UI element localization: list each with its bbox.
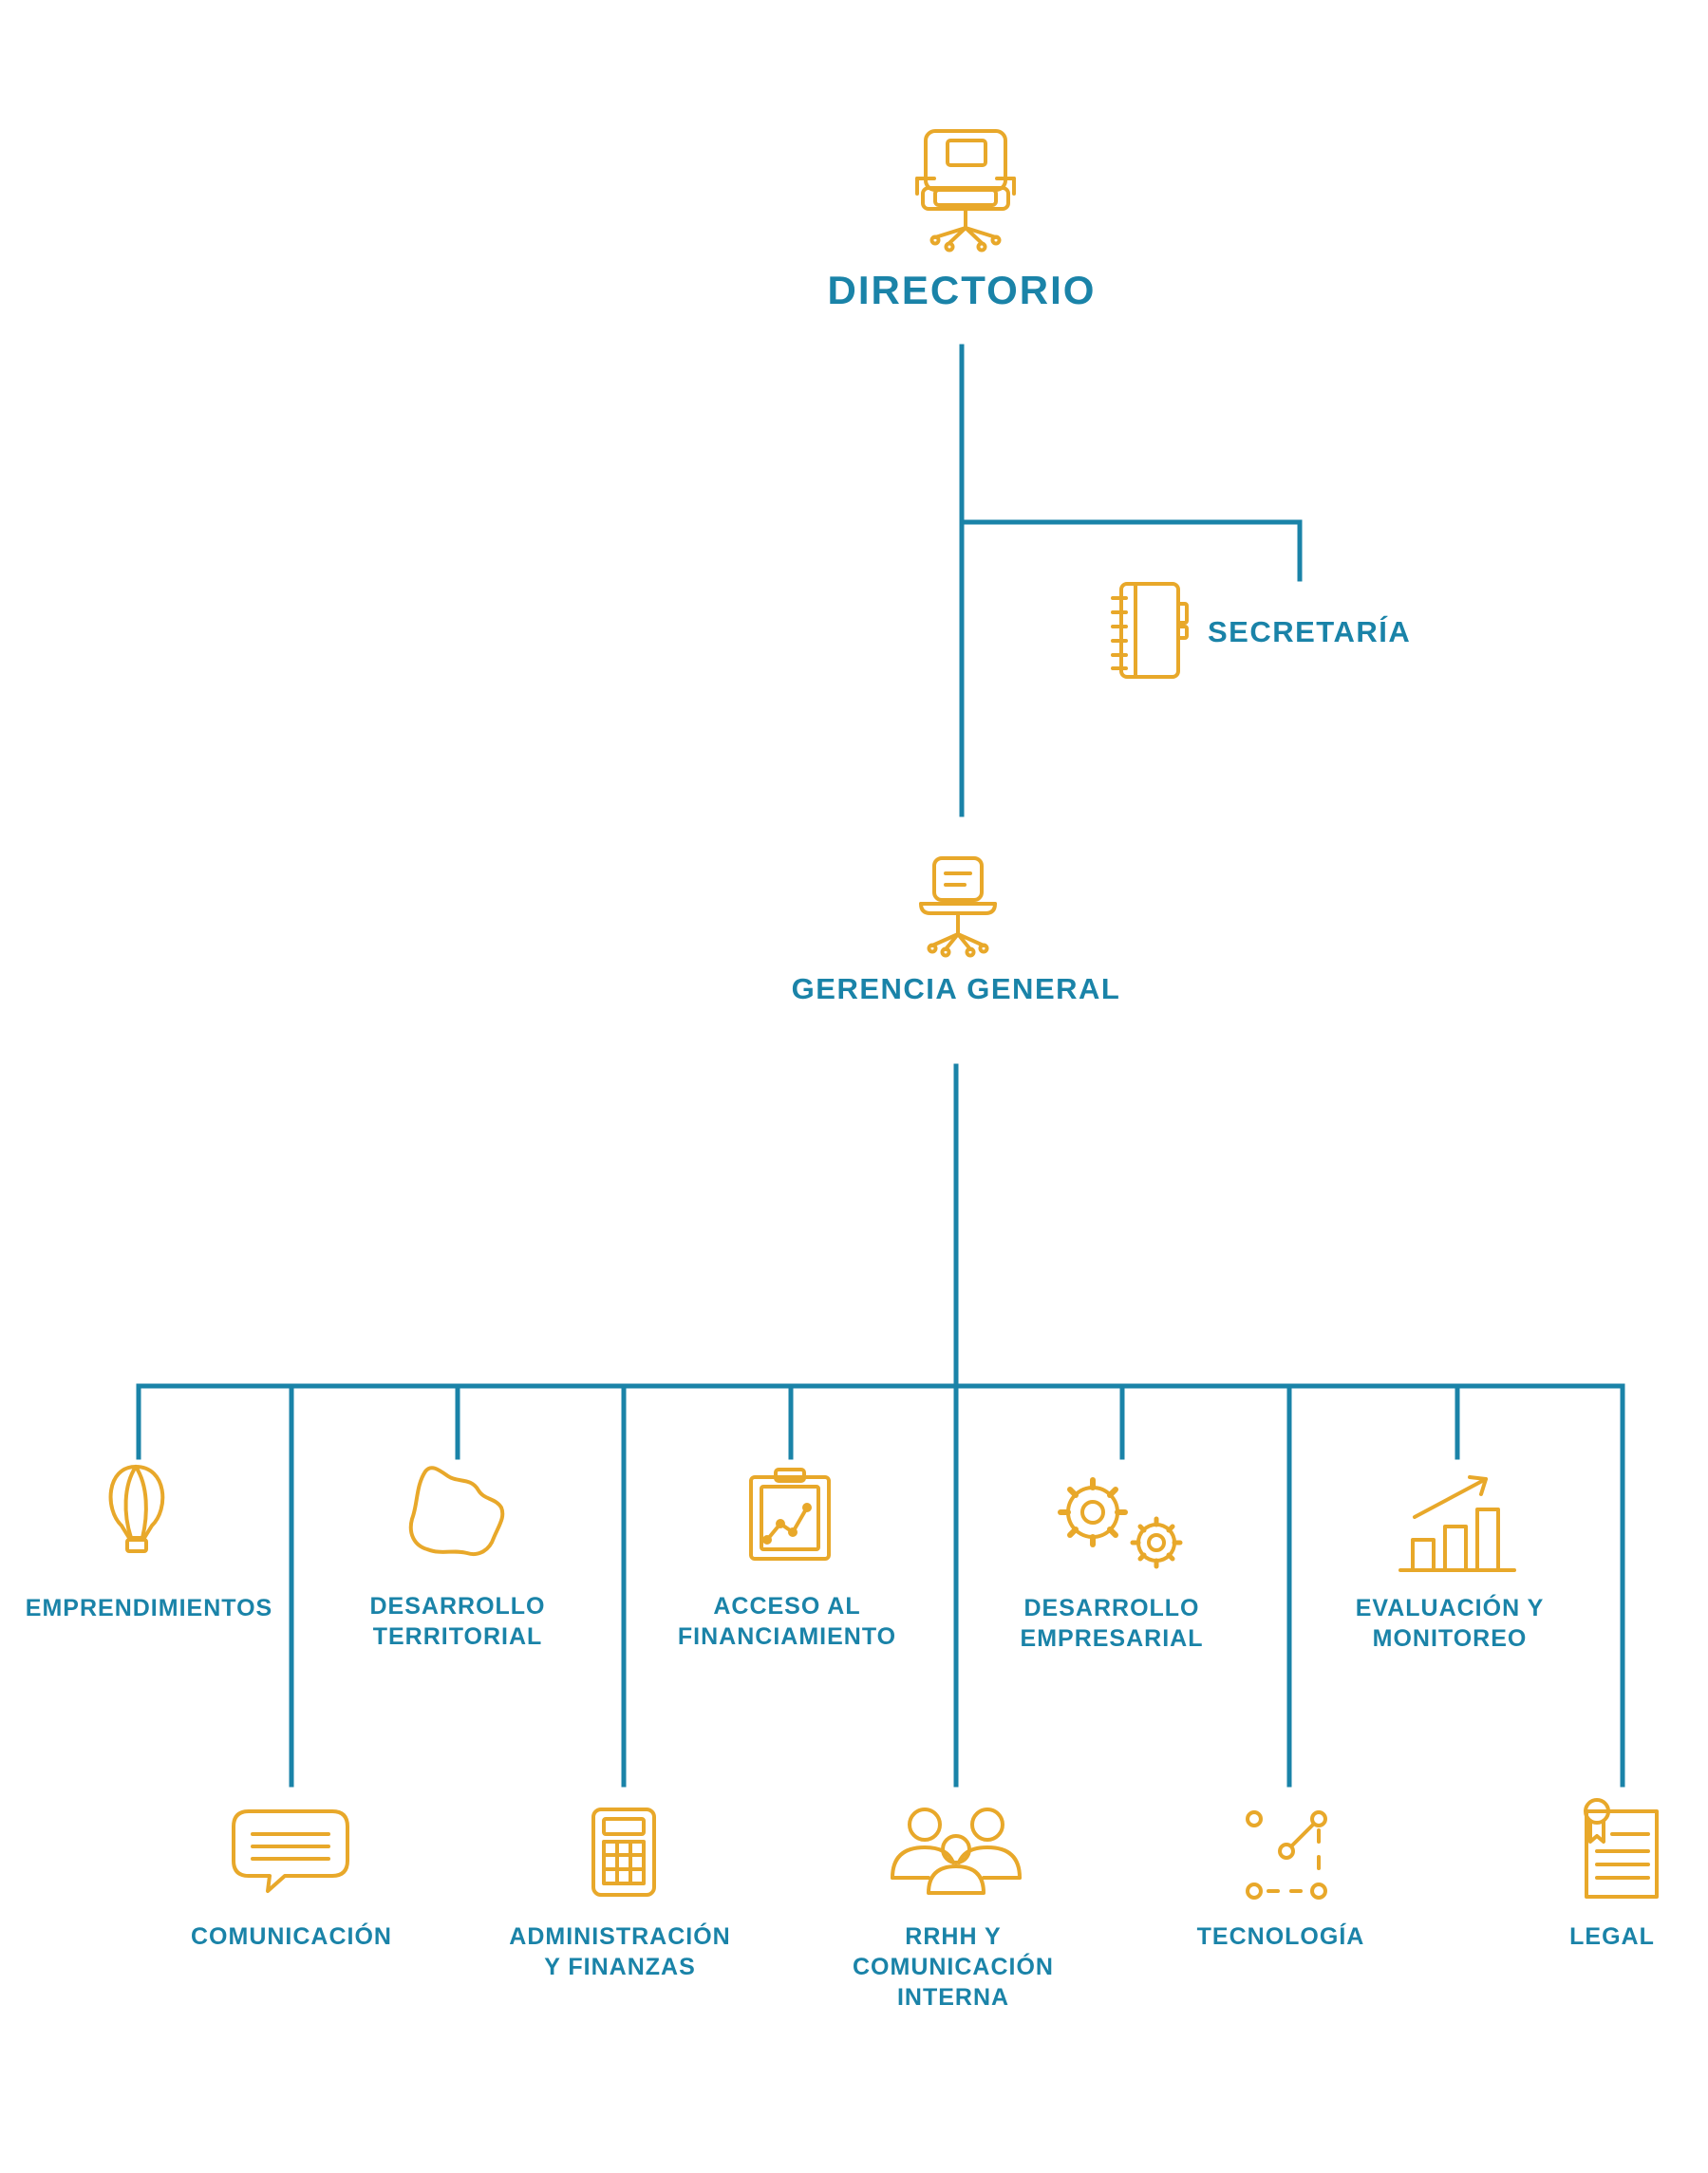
label-secretaria: SECRETARÍA: [1208, 615, 1412, 648]
label-evaluacion-monitoreo: EVALUACIÓN Y MONITOREO: [1355, 1595, 1545, 1652]
label-tecnologia: TECNOLOGÍA: [1196, 1923, 1365, 1950]
connector-lines: [136, 344, 1625, 1788]
label-acceso-financiamiento: ACCESO AL FINANCIAMIENTO: [677, 1593, 897, 1650]
growth-bars-icon: [1398, 1475, 1516, 1572]
clipboard-chart-icon: [749, 1468, 831, 1561]
label-emprendimientos: EMPRENDIMIENTOS: [25, 1595, 273, 1621]
certificate-icon: [1584, 1798, 1659, 1899]
calculator-icon: [591, 1808, 656, 1897]
label-directorio: DIRECTORIO: [827, 268, 1097, 312]
territory-map-icon: [408, 1466, 505, 1556]
branch-secretaria: [959, 519, 1303, 582]
label-desarrollo-empresarial: DESARROLLO EMPRESARIAL: [1020, 1595, 1204, 1652]
gears-icon: [1058, 1477, 1183, 1569]
office-chair-icon: [915, 129, 1016, 253]
label-comunicacion: COMUNICACIÓN: [191, 1923, 392, 1950]
hot-air-balloon-icon: [108, 1465, 165, 1553]
label-administracion-finanzas: ADMINISTRACIÓN Y FINANZAS: [509, 1923, 731, 1980]
label-legal: LEGAL: [1569, 1923, 1655, 1950]
label-desarrollo-territorial: DESARROLLO TERRITORIAL: [369, 1593, 546, 1650]
label-gerencia-general: GERENCIA GENERAL: [791, 972, 1121, 1005]
label-rrhh: RRHH Y COMUNICACIÓN INTERNA: [853, 1923, 1054, 2011]
speech-bubble-icon: [232, 1809, 349, 1893]
notebook-icon: [1111, 582, 1189, 679]
people-group-icon: [891, 1808, 1022, 1895]
desk-chair-icon: [919, 856, 997, 958]
network-nodes-icon: [1246, 1810, 1327, 1900]
